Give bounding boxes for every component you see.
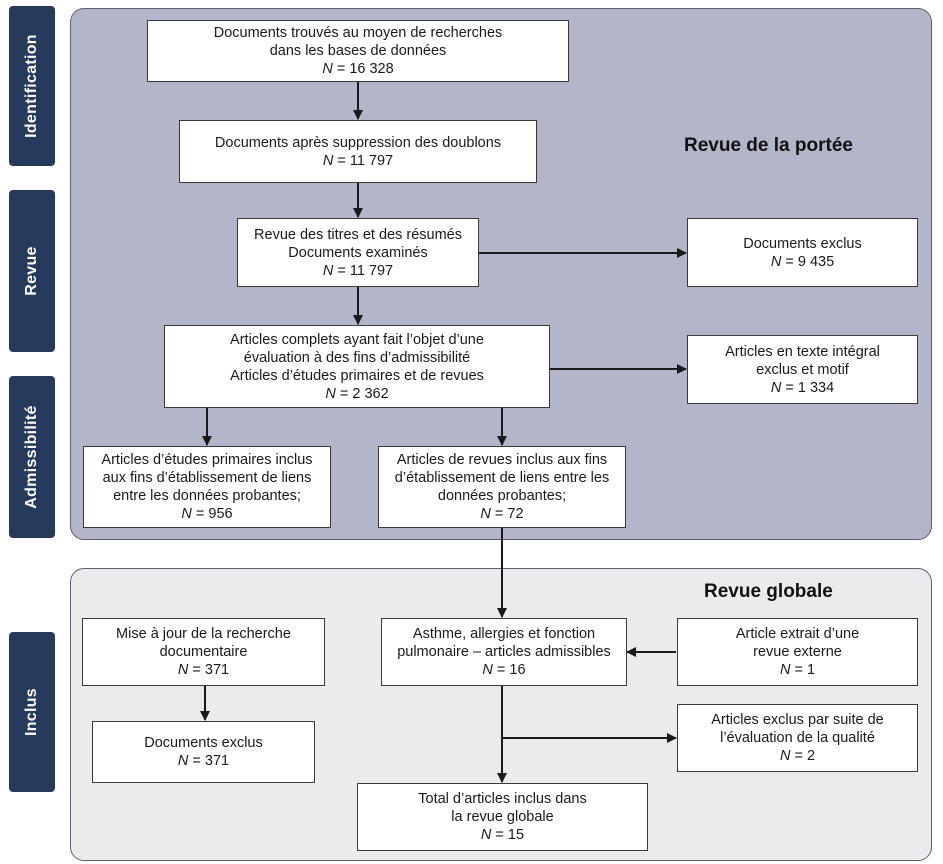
- box-excluded-documents-line-1: Documents exclus: [743, 235, 862, 252]
- box-screened-line-2: Documents examinés: [288, 244, 428, 261]
- box-quality-excluded-line-2: l’évaluation de la qualité: [720, 730, 875, 746]
- stage-identification: Identification: [9, 6, 55, 166]
- box-external-review-article-line-1: Article extrait d’une: [735, 626, 860, 642]
- box-asthma-eligible-line-1: Asthme, allergies et fonction: [412, 626, 596, 642]
- box-asthma-eligible-count: N = 16: [482, 662, 526, 678]
- box-update-excluded: Documents exclus N = 371: [92, 721, 315, 783]
- box-reviews-included: Articles de revues inclus aux fins d’éta…: [378, 446, 626, 528]
- box-screened: Revue des titres et des résumés Document…: [237, 218, 479, 287]
- box-update-excluded-count: N = 371: [177, 753, 230, 769]
- box-quality-excluded: Articles exclus par suite de l’évaluatio…: [677, 704, 918, 772]
- box-fulltext-excluded-line-2: exclus et motif: [756, 361, 849, 378]
- box-documents-found-line-2: dans les bases de données: [269, 43, 447, 59]
- box-fulltext-assessed-line-2: évaluation à des fins d’admissibilité: [243, 349, 471, 366]
- box-screened-count: N = 11 797: [322, 262, 394, 279]
- box-excluded-documents: Documents exclus N = 9 435: [687, 218, 918, 287]
- box-external-review-article: Article extrait d’une revue externe N = …: [677, 618, 918, 686]
- box-fulltext-assessed-line-1: Articles complets ayant fait l’objet d’u…: [230, 331, 484, 348]
- stage-inclus-label: Inclus: [23, 687, 40, 737]
- stage-admissibilite-label: Admissibilité: [23, 405, 40, 509]
- box-after-dedup-line-1: Documents après suppression des doublons: [214, 134, 502, 151]
- box-primary-studies-included-line-2: aux fins d’établissement de liens: [102, 470, 312, 486]
- box-fulltext-excluded: Articles en texte intégral exclus et mot…: [687, 335, 918, 404]
- box-total-included-line-1: Total d’articles inclus dans: [418, 791, 587, 807]
- box-fulltext-assessed-count: N = 2 362: [325, 385, 389, 402]
- stage-revue-label: Revue: [23, 246, 40, 296]
- box-reviews-included-line-3: données probantes;: [437, 488, 567, 504]
- box-primary-studies-included-line-1: Articles d’études primaires inclus: [101, 452, 313, 468]
- box-search-update-line-2: documentaire: [159, 644, 248, 660]
- box-reviews-included-line-1: Articles de revues inclus aux fins: [396, 452, 608, 468]
- box-primary-studies-included-count: N = 956: [181, 506, 233, 522]
- box-quality-excluded-line-1: Articles exclus par suite de: [711, 712, 884, 728]
- box-documents-found-count: N = 16 328: [322, 61, 394, 77]
- box-quality-excluded-count: N = 2: [779, 748, 816, 764]
- box-search-update-line-1: Mise à jour de la recherche: [116, 626, 291, 642]
- box-documents-found-line-1: Documents trouvés au moyen de recherches: [213, 25, 503, 41]
- box-reviews-included-line-2: d’établissement de liens entre les: [394, 470, 610, 486]
- box-total-included: Total d’articles inclus dans la revue gl…: [357, 783, 648, 851]
- box-fulltext-excluded-line-1: Articles en texte intégral: [725, 343, 880, 360]
- box-documents-found: Documents trouvés au moyen de recherches…: [147, 20, 569, 82]
- box-update-excluded-line-1: Documents exclus: [144, 735, 263, 751]
- stage-inclus: Inclus: [9, 632, 55, 792]
- global-review-title: Revue globale: [704, 581, 833, 602]
- box-search-update-count: N = 371: [177, 662, 230, 678]
- box-asthma-eligible: Asthme, allergies et fonction pulmonaire…: [381, 618, 627, 686]
- box-after-dedup-count: N = 11 797: [322, 152, 394, 169]
- box-primary-studies-included: Articles d’études primaires inclus aux f…: [83, 446, 331, 528]
- box-search-update: Mise à jour de la recherche documentaire…: [82, 618, 325, 686]
- box-fulltext-excluded-count: N = 1 334: [770, 379, 835, 396]
- box-primary-studies-included-line-3: entre les données probantes;: [113, 488, 301, 504]
- box-excluded-documents-count: N = 9 435: [770, 253, 835, 270]
- box-after-dedup: Documents après suppression des doublons…: [179, 120, 537, 183]
- scope-review-title: Revue de la portée: [684, 135, 853, 156]
- box-external-review-article-line-2: revue externe: [753, 644, 842, 660]
- box-external-review-article-count: N = 1: [779, 662, 816, 678]
- box-total-included-line-2: la revue globale: [451, 809, 554, 825]
- box-asthma-eligible-line-2: pulmonaire – articles admissibles: [397, 644, 611, 660]
- box-screened-line-1: Revue des titres et des résumés: [254, 226, 462, 243]
- stage-identification-label: Identification: [23, 34, 40, 138]
- box-fulltext-assessed: Articles complets ayant fait l’objet d’u…: [164, 325, 550, 408]
- box-total-included-count: N = 15: [480, 827, 525, 843]
- box-fulltext-assessed-line-3: Articles d’études primaires et de revues: [230, 367, 484, 384]
- stage-revue: Revue: [9, 190, 55, 352]
- stage-admissibilite: Admissibilité: [9, 376, 55, 538]
- box-reviews-included-count: N = 72: [480, 506, 524, 522]
